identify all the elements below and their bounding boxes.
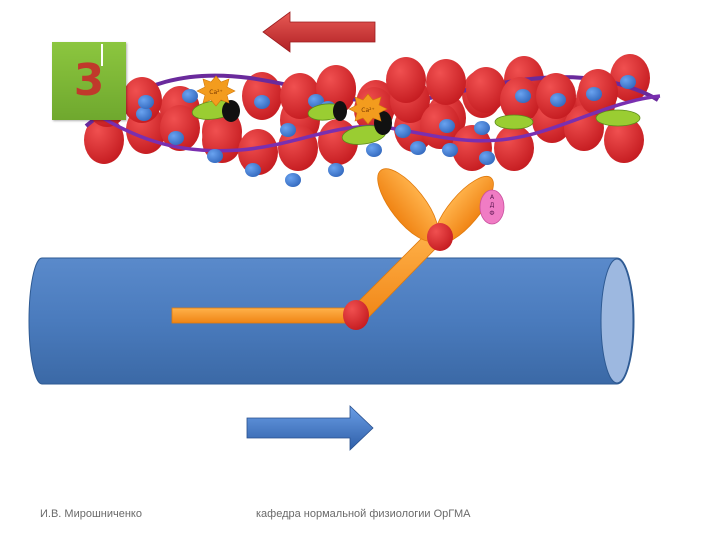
actin-binding-site xyxy=(395,124,411,138)
author-footer: И.В. Мирошниченко xyxy=(40,508,142,520)
calcium-ion-2: Ca²⁺ xyxy=(348,93,388,125)
actin-globule xyxy=(316,65,356,111)
actin-globule xyxy=(238,129,278,175)
actin-binding-site xyxy=(479,151,495,165)
actin-globule xyxy=(280,73,320,119)
department-footer: кафедра нормальной физиологии ОрГМА xyxy=(256,508,471,520)
actin-binding-site xyxy=(254,95,270,109)
actin-globule xyxy=(604,117,644,163)
calcium-label-1: Ca²⁺ xyxy=(209,89,222,96)
actin-binding-site xyxy=(285,173,301,187)
calcium-label-2: Ca²⁺ xyxy=(361,107,374,114)
actin-binding-site xyxy=(328,163,344,177)
actin-binding-site xyxy=(138,95,154,109)
slide-number-badge: 3 xyxy=(52,42,126,120)
myosin-hinge-lower xyxy=(343,300,369,330)
actin-binding-site xyxy=(474,121,490,135)
actin-binding-site xyxy=(136,107,152,121)
actin-binding-site xyxy=(620,75,636,89)
actin-globule xyxy=(386,57,426,103)
actin-globule xyxy=(564,105,604,151)
actin-filament: Ca²⁺ Ca²⁺ xyxy=(84,54,661,187)
actin-globule xyxy=(466,67,506,113)
actin-globule xyxy=(494,125,534,171)
troponin-complex xyxy=(191,100,641,145)
myosin-molecule xyxy=(171,168,494,330)
actin-binding-site xyxy=(280,123,296,137)
calcium-ion-1: Ca²⁺ xyxy=(196,75,236,107)
actin-binding-site xyxy=(182,89,198,103)
actin-binding-site xyxy=(245,163,261,177)
actin-direction-arrow xyxy=(262,11,376,53)
actin-globule xyxy=(426,59,466,105)
actin-binding-site xyxy=(410,141,426,155)
myosin-hinge-upper xyxy=(427,223,453,251)
actin-binding-site xyxy=(586,87,602,101)
myosin-direction-arrow xyxy=(246,405,374,451)
actin-binding-site xyxy=(439,119,455,133)
actin-binding-site xyxy=(442,143,458,157)
actin-binding-site xyxy=(366,143,382,157)
actin-globule xyxy=(84,116,124,164)
badge-divider xyxy=(101,44,103,66)
myosin-tail xyxy=(171,307,361,324)
actin-binding-site xyxy=(550,93,566,107)
actin-binding-site xyxy=(168,131,184,145)
actin-binding-site xyxy=(515,89,531,103)
actin-binding-site xyxy=(207,149,223,163)
